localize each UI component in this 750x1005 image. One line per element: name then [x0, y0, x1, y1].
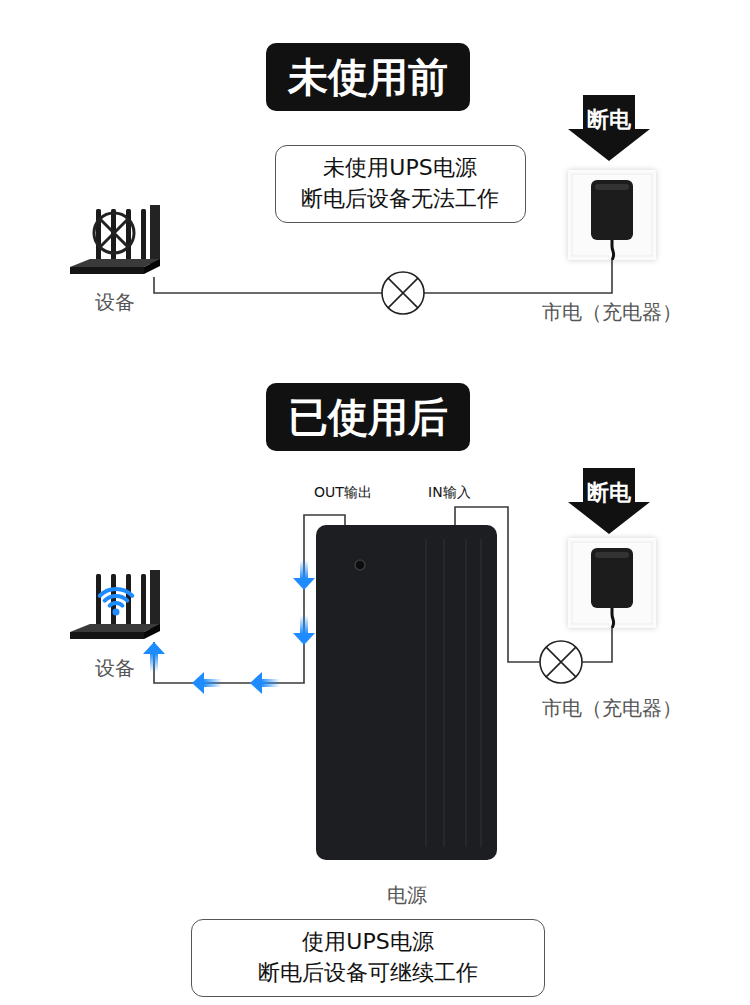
case-groove — [425, 539, 427, 847]
device-label: 设备 — [95, 290, 135, 314]
router-icon — [66, 205, 164, 277]
mains-charger: 市电（充电器） — [568, 538, 656, 628]
note-text: 未使用UPS电源 断电后设备无法工作 — [293, 153, 508, 215]
ups-case — [316, 525, 497, 860]
router-device: 设备 — [66, 205, 164, 277]
case-groove — [443, 539, 445, 847]
arrow-tail — [150, 653, 158, 672]
break-symbol-ring — [540, 641, 582, 683]
break-symbol-cross — [546, 647, 576, 677]
router-device: 设备 — [66, 570, 164, 642]
arrow-head — [293, 633, 315, 645]
router-front — [70, 632, 144, 639]
wifi-arc — [100, 589, 133, 596]
note-box: 未使用UPS电源 断电后设备无法工作 — [275, 145, 526, 223]
case-groove — [480, 539, 482, 847]
charger-label: 市电（充电器） — [542, 300, 682, 324]
section-heading: 已使用后 — [266, 383, 470, 451]
flow-arrow — [192, 672, 222, 694]
router-front — [70, 267, 144, 274]
heading-text: 已使用后 — [288, 393, 448, 441]
down-arrow-shape — [568, 95, 650, 161]
antenna — [111, 574, 116, 626]
antenna — [141, 574, 146, 626]
note-box: 使用UPS电源 断电后设备可继续工作 — [191, 919, 545, 997]
antenna — [141, 209, 146, 261]
arrow-head — [143, 642, 165, 654]
antenna — [96, 574, 101, 626]
adapter-body — [591, 548, 633, 608]
no-signal-cross — [100, 219, 128, 247]
router-side — [144, 624, 160, 639]
arrow-tail — [300, 560, 308, 579]
adapter-body — [591, 180, 633, 240]
section-heading: 未使用前 — [266, 43, 470, 111]
charger-label: 市电（充电器） — [542, 696, 682, 720]
heading-text: 未使用前 — [288, 53, 448, 101]
flow-arrow — [293, 615, 315, 645]
router-side — [144, 259, 160, 274]
device-label: 设备 — [95, 656, 135, 680]
charger-icon — [568, 170, 656, 260]
down-arrow-shape — [568, 468, 650, 534]
router-icon — [66, 570, 164, 642]
arrow-head — [192, 672, 204, 694]
arrow-tail — [261, 679, 280, 687]
arrow-head — [250, 672, 262, 694]
charger-icon — [568, 538, 656, 628]
note-text: 使用UPS电源 断电后设备可继续工作 — [248, 927, 488, 989]
ups-label: 电源 — [387, 883, 427, 907]
arrow-tail — [300, 615, 308, 634]
power-cord — [612, 240, 614, 260]
indicator-light — [355, 560, 365, 570]
flow-arrow — [293, 560, 315, 590]
adapter-highlight — [595, 552, 629, 558]
ups-power-bank: 电源 — [316, 525, 497, 860]
router-side-panel — [150, 570, 160, 630]
arrow-head — [293, 578, 315, 590]
power-cord — [612, 608, 614, 628]
wifi-arc — [110, 603, 123, 606]
no-signal-ring — [94, 213, 134, 253]
wifi-dot — [113, 609, 120, 616]
arrow-tail — [203, 679, 222, 687]
power-cut-arrow: 断电 — [568, 95, 650, 161]
arrow-text: 断电 — [568, 480, 650, 506]
break-symbol-ring — [382, 272, 424, 314]
arrow-text: 断电 — [568, 107, 650, 133]
mains-charger: 市电（充电器） — [568, 170, 656, 260]
wire-connector — [143, 515, 345, 683]
flow-arrow — [250, 672, 280, 694]
arrowhead — [143, 642, 165, 672]
power-cut-arrow: 断电 — [568, 468, 650, 534]
router-side-panel — [150, 205, 160, 265]
port-label: OUT输出 — [313, 484, 373, 501]
port-label: IN输入 — [427, 484, 472, 501]
adapter-highlight — [595, 184, 629, 190]
break-symbol-cross — [388, 278, 418, 308]
wifi-arc — [105, 596, 128, 601]
case-groove — [465, 539, 467, 847]
